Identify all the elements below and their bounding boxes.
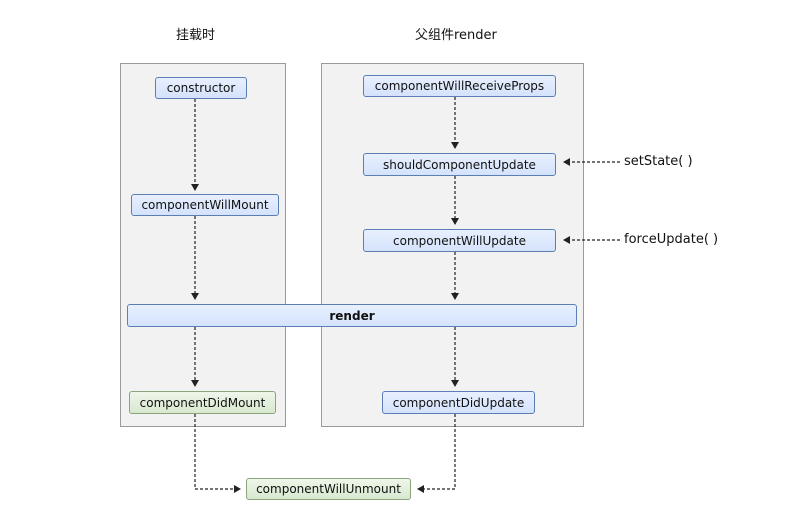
component-will-mount-node: componentWillMount (131, 194, 279, 216)
arrow-did-mount-to-unmount (194, 414, 241, 493)
mount-panel (120, 63, 286, 427)
render-node: render (127, 304, 577, 327)
parent-render-heading: 父组件render (415, 28, 497, 43)
mount-heading: 挂载时 (176, 28, 216, 43)
component-will-unmount-node: componentWillUnmount (246, 478, 411, 500)
should-component-update-node: shouldComponentUpdate (363, 153, 556, 176)
component-will-receive-props-node: componentWillReceiveProps (363, 75, 556, 97)
arrow-did-update-to-unmount (417, 414, 456, 493)
force-update-label: forceUpdate( ) (624, 232, 719, 247)
component-did-mount-node: componentDidMount (129, 391, 276, 414)
component-did-update-node: componentDidUpdate (382, 391, 535, 414)
constructor-node: constructor (155, 77, 247, 99)
set-state-label: setState( ) (624, 154, 693, 169)
component-will-update-node: componentWillUpdate (363, 229, 556, 252)
